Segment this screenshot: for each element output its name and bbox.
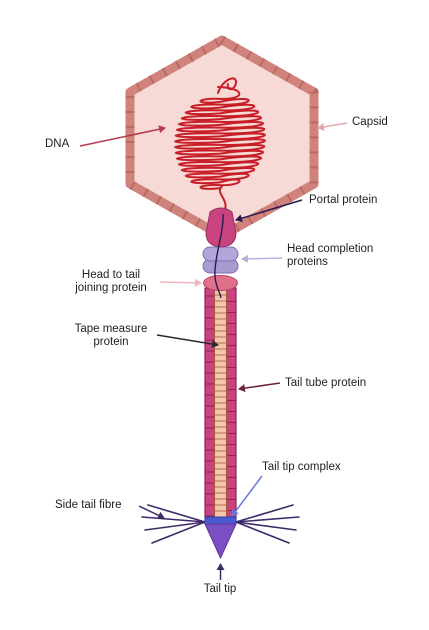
head-completion-arrow xyxy=(242,258,282,259)
label-side-tail-fibre: Side tail fibre xyxy=(55,499,121,512)
head-to-tail-joining-protein xyxy=(204,276,238,291)
side-tail-fibre-arrow xyxy=(139,506,164,518)
capsid-arrow xyxy=(318,123,347,128)
label-dna: DNA xyxy=(45,138,69,151)
joining-protein-arrow xyxy=(160,282,201,283)
label-tail-tip-complex: Tail tip complex xyxy=(262,461,341,474)
tail-tip-complex xyxy=(205,517,236,524)
label-capsid: Capsid xyxy=(352,116,388,129)
portal-protein xyxy=(206,208,236,247)
tape-measure-protein xyxy=(215,285,227,518)
label-tape-measure-protein: Tape measure protein xyxy=(66,323,156,349)
label-tail-tube-protein: Tail tube protein xyxy=(285,377,366,390)
tail-tube-arrow xyxy=(239,383,280,389)
capsid xyxy=(130,40,314,236)
label-tail-tip: Tail tip xyxy=(180,583,260,596)
label-head-completion-proteins: Head completion proteins xyxy=(287,243,373,269)
tail-tip xyxy=(205,524,236,558)
label-head-to-tail-joining-protein: Head to tail joining protein xyxy=(66,269,156,295)
head-completion-proteins xyxy=(203,247,238,273)
label-portal-protein: Portal protein xyxy=(309,194,377,207)
